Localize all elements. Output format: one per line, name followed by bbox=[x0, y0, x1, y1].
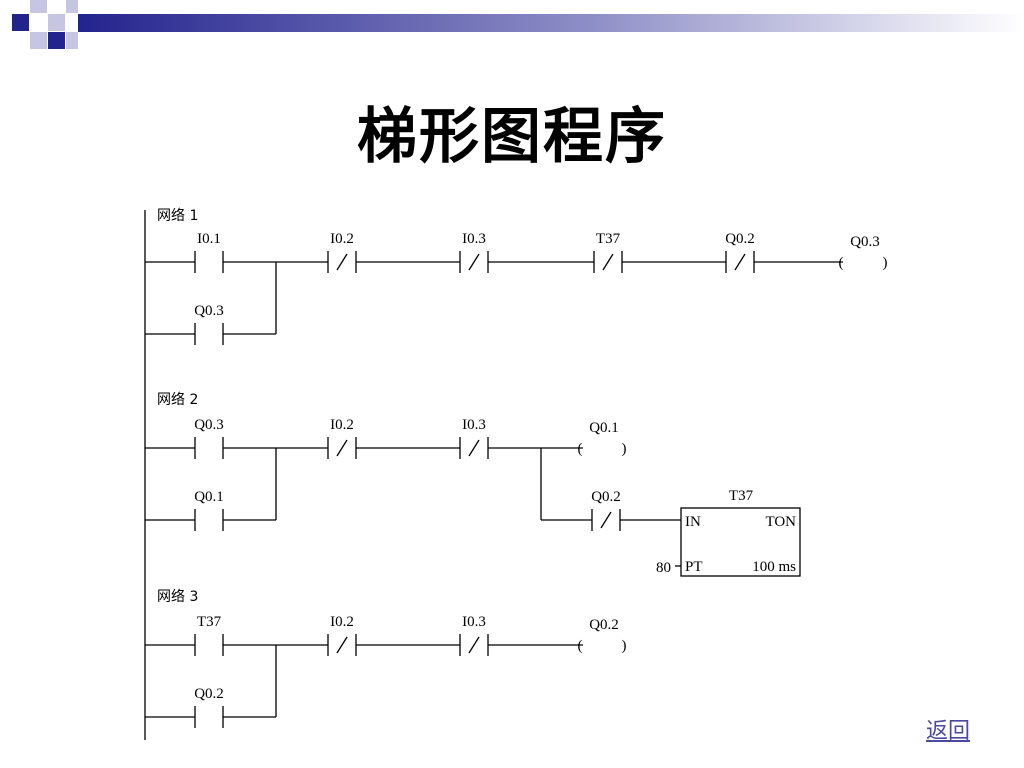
timer-name: T37 bbox=[729, 488, 754, 504]
timer-box bbox=[680, 507, 801, 577]
coil-left-paren: ( bbox=[578, 638, 583, 654]
timer-in-label: IN bbox=[685, 514, 701, 530]
contact-label: Q0.2 bbox=[194, 686, 224, 702]
contact-label: Q0.2 bbox=[591, 489, 621, 505]
contact-slash bbox=[468, 439, 480, 457]
contact-slash bbox=[600, 511, 612, 529]
coil-left-paren: ( bbox=[578, 441, 583, 457]
contact-slash bbox=[336, 253, 348, 271]
network-label: 网络 1 bbox=[157, 208, 198, 224]
contact-slash bbox=[602, 253, 614, 271]
contact-label: T37 bbox=[197, 614, 222, 630]
contact-label: I0.1 bbox=[197, 231, 221, 247]
header-decoration bbox=[12, 0, 1024, 49]
contact-label: I0.3 bbox=[462, 231, 486, 247]
contact-label: I0.2 bbox=[330, 231, 354, 247]
timer-pt-value: 80 bbox=[656, 560, 671, 576]
contact-label: I0.3 bbox=[462, 614, 486, 630]
timer-pt-label: PT bbox=[685, 559, 703, 575]
coil-label: Q0.3 bbox=[850, 234, 880, 250]
coil-left-paren: ( bbox=[839, 255, 844, 271]
contact-label: Q0.1 bbox=[194, 489, 224, 505]
deco-square bbox=[66, 32, 78, 49]
page-title: 梯形图程序 bbox=[357, 102, 667, 172]
contact-slash bbox=[336, 636, 348, 654]
timer-base-label: 100 ms bbox=[752, 559, 796, 575]
coil-label: Q0.1 bbox=[589, 420, 619, 436]
back-link[interactable]: 返回 bbox=[926, 719, 971, 744]
network-label: 网络 2 bbox=[157, 392, 198, 408]
deco-square bbox=[30, 32, 47, 49]
network-label: 网络 3 bbox=[157, 589, 198, 605]
contact-label: T37 bbox=[596, 231, 621, 247]
contact-slash bbox=[734, 253, 746, 271]
contact-label: Q0.3 bbox=[194, 303, 224, 319]
title-gradient-bar bbox=[78, 14, 1024, 32]
contact-slash bbox=[336, 439, 348, 457]
coil-label: Q0.2 bbox=[589, 617, 619, 633]
deco-square bbox=[66, 0, 78, 13]
deco-square bbox=[12, 14, 29, 31]
contact-label: I0.2 bbox=[330, 417, 354, 433]
timer-type-label: TON bbox=[765, 514, 796, 530]
contact-label: Q0.3 bbox=[194, 417, 224, 433]
coil-right-paren: ) bbox=[883, 255, 888, 271]
deco-square bbox=[48, 32, 65, 49]
contact-label: I0.3 bbox=[462, 417, 486, 433]
coil-right-paren: ) bbox=[622, 441, 627, 457]
coil-right-paren: ) bbox=[622, 638, 627, 654]
contact-label: Q0.2 bbox=[725, 231, 755, 247]
contact-slash bbox=[468, 636, 480, 654]
contact-label: I0.2 bbox=[330, 614, 354, 630]
contact-slash bbox=[468, 253, 480, 271]
deco-square bbox=[30, 0, 47, 13]
deco-square bbox=[48, 14, 65, 31]
